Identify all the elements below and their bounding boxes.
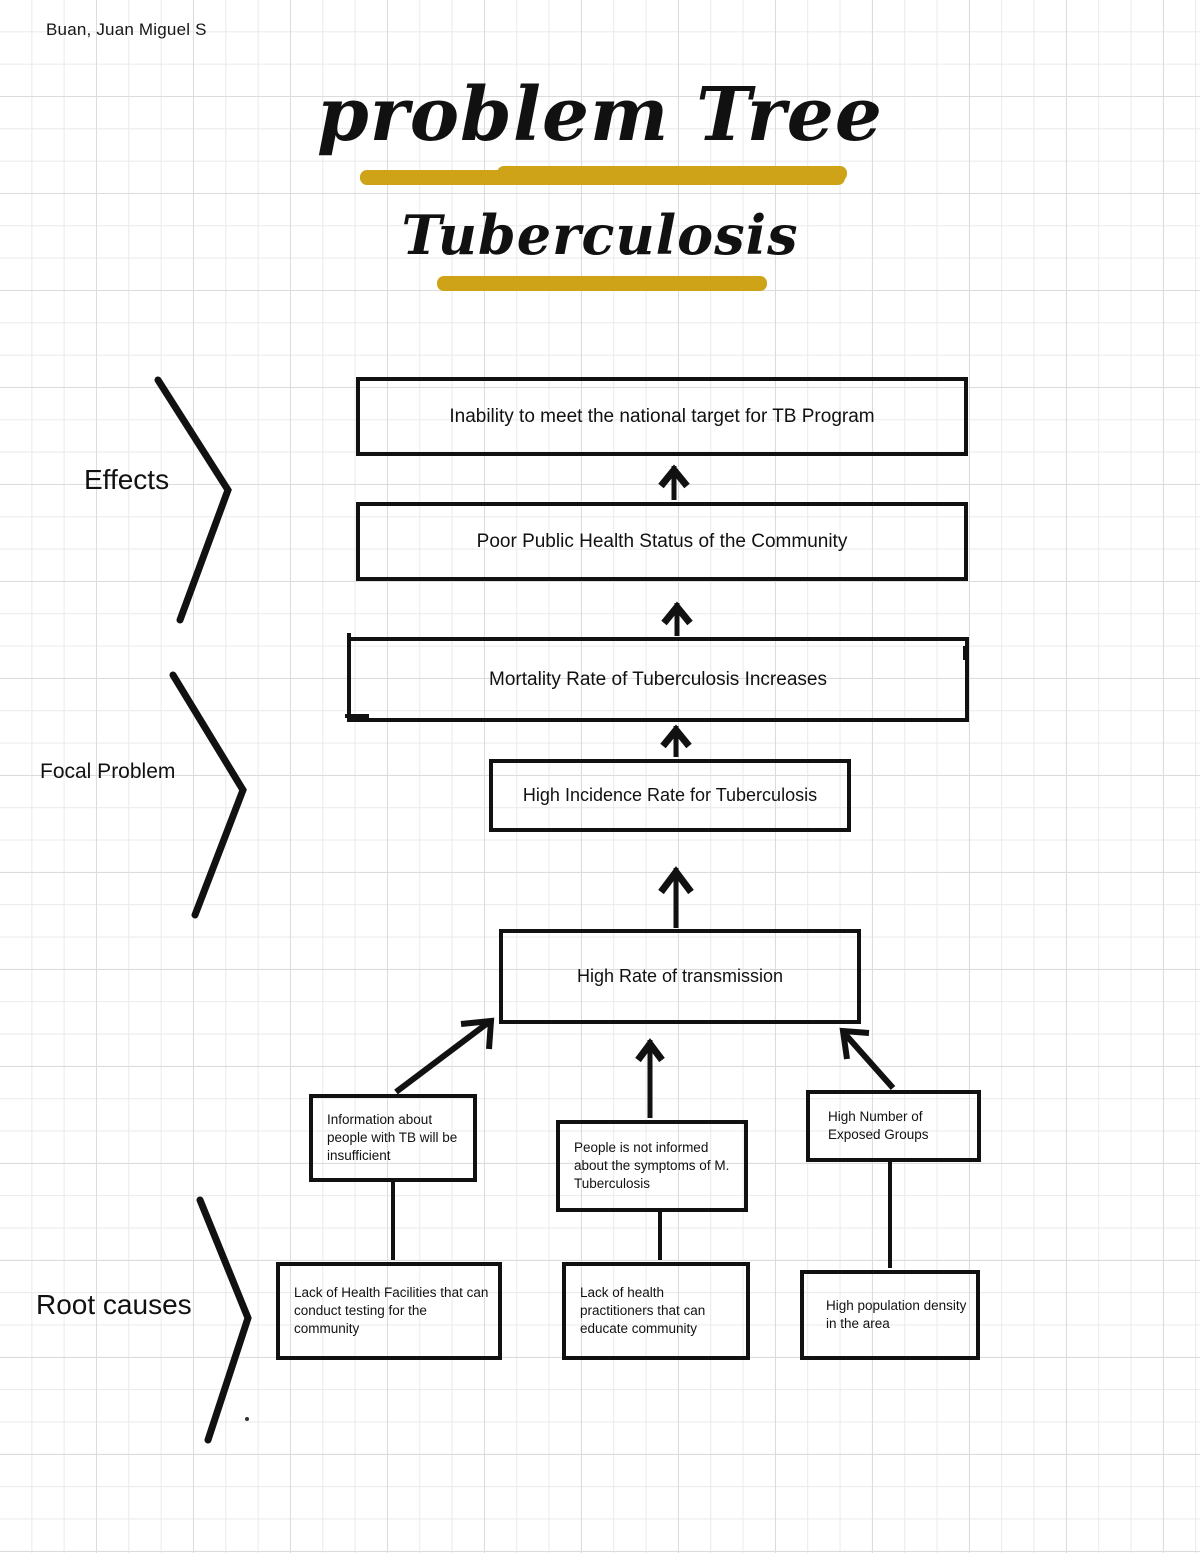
section-label-root-causes: Root causes — [36, 1289, 192, 1320]
node-label: Lack of Health Facilities that can condu… — [294, 1284, 489, 1337]
node-label: Inability to meet the national target fo… — [449, 405, 875, 427]
arrow-mortality-to-poorhealth — [661, 601, 693, 636]
node-poor-public-health-status: Poor Public Health Status of the Communi… — [356, 502, 968, 581]
arrow-info-to-transmission — [394, 1017, 495, 1095]
node-label: Poor Public Health Status of the Communi… — [476, 530, 848, 552]
node-inability-to-meet-target: Inability to meet the national target fo… — [356, 377, 968, 456]
node-label: High population density in the area — [826, 1297, 967, 1331]
arrow-exposed-to-transmission — [839, 1027, 896, 1090]
node-high-number-exposed-groups: High Number of Exposed Groups — [806, 1090, 981, 1162]
node-label: Information about people with TB will be… — [327, 1111, 458, 1164]
mortality-box-wobble-bottomleft — [345, 714, 369, 718]
node-high-rate-of-transmission: High Rate of transmission — [499, 929, 861, 1024]
section-label-focal-problem: Focal Problem — [40, 760, 176, 783]
node-label: High Incidence Rate for Tuberculosis — [522, 785, 818, 805]
page-subtitle-text: Tuberculosis — [401, 203, 799, 267]
arrow-poorhealth-to-inability — [658, 464, 690, 500]
node-high-incidence-rate: High Incidence Rate for Tuberculosis — [489, 759, 851, 832]
node-label: People is not informed about the symptom… — [574, 1139, 730, 1192]
page-subtitle: Tuberculosis — [0, 208, 1200, 262]
root-causes-bracket-icon — [196, 1196, 252, 1444]
arrow-incidence-to-mortality — [660, 724, 692, 757]
node-people-not-informed-symptoms: People is not informed about the symptom… — [556, 1120, 748, 1212]
mortality-box-wobble-topleft — [347, 633, 351, 645]
node-label: Lack of health practitioners that can ed… — [580, 1284, 706, 1337]
page-title-text: problem Tree — [317, 72, 883, 158]
node-label: Mortality Rate of Tuberculosis Increases — [489, 668, 827, 690]
node-mortality-rate-increases: Mortality Rate of Tuberculosis Increases — [347, 637, 969, 722]
arrow-transmission-to-incidence — [658, 866, 694, 928]
arrow-symptoms-to-transmission — [635, 1038, 665, 1118]
node-label: High Number of Exposed Groups — [828, 1108, 929, 1142]
node-label: High Rate of transmission — [576, 966, 784, 986]
stray-pen-dot — [245, 1417, 249, 1421]
effects-bracket-icon — [154, 376, 232, 624]
page-title: problem Tree — [0, 78, 1200, 152]
node-information-insufficient: Information about people with TB will be… — [309, 1094, 477, 1182]
student-name: Buan, Juan Miguel S — [46, 20, 207, 39]
focal-problem-bracket-icon — [169, 671, 247, 919]
mortality-box-wobble-topright — [963, 646, 967, 660]
subtitle-highlight-underline — [437, 276, 767, 291]
title-highlight-underline-second — [497, 166, 847, 181]
section-label-effects: Effects — [84, 464, 170, 495]
node-lack-of-health-practitioners: Lack of health practitioners that can ed… — [562, 1262, 750, 1360]
node-lack-of-health-facilities: Lack of Health Facilities that can condu… — [276, 1262, 502, 1360]
node-high-population-density: High population density in the area — [800, 1270, 980, 1360]
